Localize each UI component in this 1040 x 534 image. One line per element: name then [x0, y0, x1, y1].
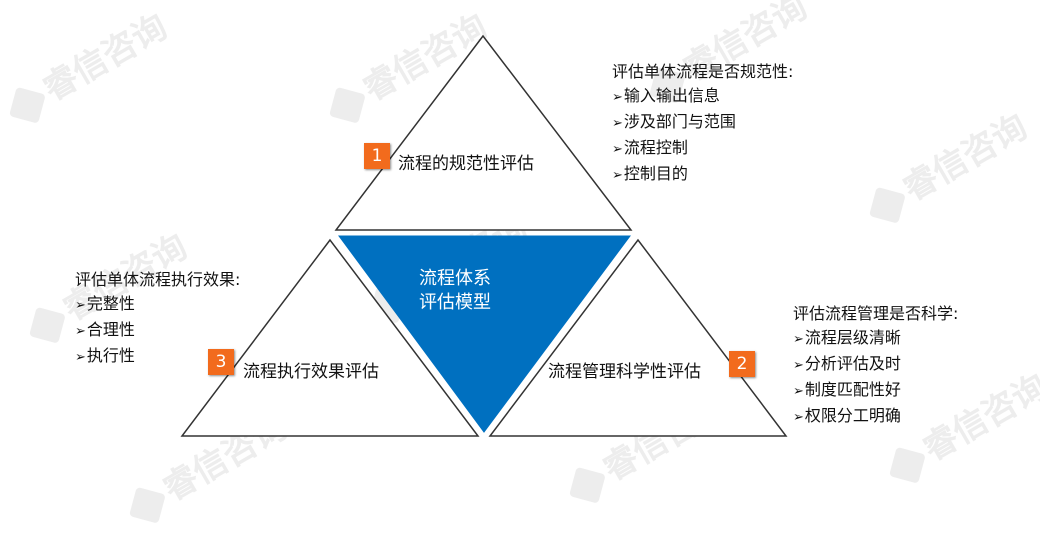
arrow-bullet-icon: ➢ [75, 324, 86, 339]
center-title-line1: 流程体系 [419, 268, 491, 289]
arrow-bullet-icon: ➢ [612, 90, 623, 105]
right-triangle-label: 流程管理科学性评估 [548, 362, 701, 382]
info-top: 评估单体流程是否规范性: ➢输入输出信息 ➢涉及部门与范围 ➢流程控制 ➢控制目… [612, 60, 793, 188]
arrow-bullet-icon: ➢ [612, 168, 623, 183]
badge-3: 3 [208, 349, 234, 375]
left-triangle [180, 238, 480, 437]
info-left-heading: 评估单体流程执行效果: [75, 270, 241, 289]
info-top-item: ➢控制目的 [612, 162, 793, 188]
center-inverted-triangle [338, 235, 631, 433]
right-triangle [488, 238, 788, 437]
info-left-item: ➢执行性 [75, 344, 240, 370]
triangle-diagram [180, 34, 788, 437]
arrow-bullet-icon: ➢ [75, 350, 86, 365]
info-top-item: ➢输入输出信息 [612, 84, 793, 110]
info-right-item: ➢分析评估及时 [793, 352, 958, 378]
info-right-item: ➢流程层级清晰 [793, 326, 958, 352]
info-top-item: ➢涉及部门与范围 [612, 110, 793, 136]
top-triangle-label: 流程的规范性评估 [398, 154, 534, 174]
center-title-line2: 评估模型 [419, 292, 491, 313]
badge-1: 1 [364, 143, 390, 169]
arrow-bullet-icon: ➢ [793, 332, 804, 347]
arrow-bullet-icon: ➢ [612, 142, 623, 157]
info-top-heading: 评估单体流程是否规范性: [612, 62, 794, 81]
top-triangle [334, 34, 633, 231]
center-title: 流程体系 评估模型 [385, 267, 525, 315]
arrow-bullet-icon: ➢ [793, 358, 804, 373]
badge-2: 2 [729, 351, 755, 377]
arrow-bullet-icon: ➢ [793, 410, 804, 425]
info-right-item: ➢权限分工明确 [793, 404, 958, 430]
diagram-canvas: 睿信咨询 睿信咨询 睿信咨询 睿信咨询 睿信咨询 睿信咨询 睿信咨询 睿信咨询 … [8, 0, 1040, 524]
info-left-item: ➢合理性 [75, 318, 240, 344]
info-right: 评估流程管理是否科学: ➢流程层级清晰 ➢分析评估及时 ➢制度匹配性好 ➢权限分… [793, 302, 958, 430]
info-top-item: ➢流程控制 [612, 136, 793, 162]
info-right-item: ➢制度匹配性好 [793, 378, 958, 404]
watermark-logo-icon [128, 486, 166, 524]
left-triangle-label: 流程执行效果评估 [243, 362, 379, 382]
info-left: 评估单体流程执行效果: ➢完整性 ➢合理性 ➢执行性 [75, 268, 240, 370]
arrow-bullet-icon: ➢ [75, 298, 86, 313]
info-left-item: ➢完整性 [75, 292, 240, 318]
arrow-bullet-icon: ➢ [793, 384, 804, 399]
info-right-heading: 评估流程管理是否科学: [793, 304, 959, 323]
arrow-bullet-icon: ➢ [612, 116, 623, 131]
